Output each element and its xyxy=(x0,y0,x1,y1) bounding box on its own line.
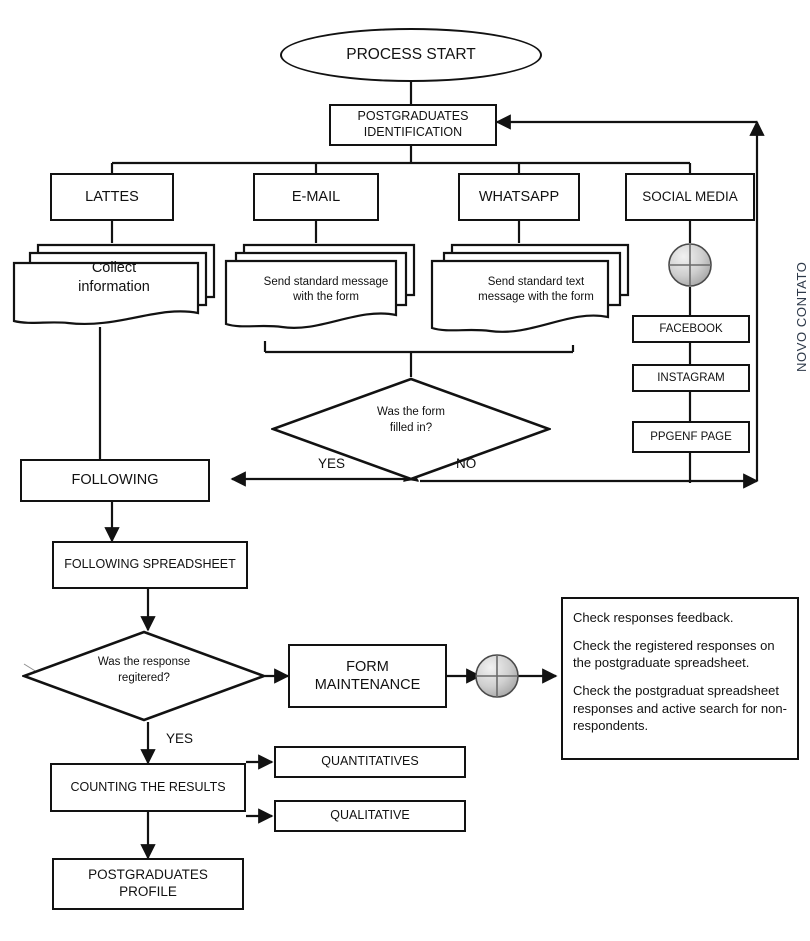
multidoc-whatsapp-label: Send standard text message with the form xyxy=(478,276,594,303)
multidoc-whatsapp-message[interactable]: Send standard text message with the form xyxy=(428,243,636,347)
following-label: FOLLOWING xyxy=(71,472,159,489)
following-box[interactable]: FOLLOWING xyxy=(20,459,210,502)
social-chain-box-instagram[interactable]: INSTAGRAM xyxy=(632,364,750,392)
checks-note-box: Check responses feedback. Check the regi… xyxy=(561,597,799,760)
multidoc-email-label: Send standard message with the form xyxy=(263,276,389,303)
identification-line-2: IDENTIFICATION xyxy=(363,125,463,139)
social-chain-label-ppgenf: PPGENF PAGE xyxy=(650,430,732,443)
following-spreadsheet-label: FOLLOWING SPREADSHEET xyxy=(64,557,236,572)
quantitatives-box[interactable]: QUANTITATIVES xyxy=(274,746,466,778)
decision-form-filled[interactable]: Was the form filled in? xyxy=(269,377,553,481)
channel-label-email: E-MAIL xyxy=(291,188,341,205)
profile-line-2: PROFILE xyxy=(119,884,177,899)
postgraduates-profile-box[interactable]: POSTGRADUATES PROFILE xyxy=(52,858,244,910)
social-chain-box-facebook[interactable]: FACEBOOK xyxy=(632,315,750,343)
decision-response-registered-label: Was the response regitered? xyxy=(97,656,191,684)
channel-label-whatsapp: WHATSAPP xyxy=(478,188,560,205)
decision-form-filled-label: Was the form filled in? xyxy=(377,406,445,434)
qualitative-label: QUALITATIVE xyxy=(330,808,410,823)
process-start-terminator[interactable]: PROCESS START xyxy=(280,28,542,82)
channel-box-lattes[interactable]: LATTES xyxy=(50,173,174,221)
quantitatives-label: QUANTITATIVES xyxy=(321,754,419,769)
channel-box-social-media[interactable]: SOCIAL MEDIA xyxy=(625,173,755,221)
channel-box-whatsapp[interactable]: WHATSAPP xyxy=(458,173,580,221)
social-chain-box-ppgenf[interactable]: PPGENF PAGE xyxy=(632,421,750,453)
postgraduates-identification-box[interactable]: POSTGRADUATES IDENTIFICATION xyxy=(329,104,497,146)
channel-label-lattes: LATTES xyxy=(85,188,139,205)
counting-results-label: COUNTING THE RESULTS xyxy=(70,779,226,794)
channel-label-social-media: SOCIAL MEDIA xyxy=(642,188,738,204)
edge-label-no-form: NO xyxy=(456,456,477,471)
social-chain-label-instagram: INSTAGRAM xyxy=(657,371,725,384)
form-maintenance-line-2: MAINTENANCE xyxy=(314,677,421,693)
qualitative-box[interactable]: QUALITATIVE xyxy=(274,800,466,832)
multidoc-collect-label: Collect information xyxy=(78,260,150,295)
junction-circle-maintenance xyxy=(475,654,519,698)
process-start-label: PROCESS START xyxy=(346,46,476,63)
note-line-1: Check responses feedback. xyxy=(573,610,734,625)
social-chain-label-facebook: FACEBOOK xyxy=(659,322,723,335)
note-line-2: Check the registered responses on the po… xyxy=(573,638,775,671)
identification-line-1: POSTGRADUATES xyxy=(357,109,469,124)
edge-label-yes-form: YES xyxy=(318,456,346,471)
counting-results-box[interactable]: COUNTING THE RESULTS xyxy=(50,763,246,812)
novo-contato-label: NOVO CONTATO xyxy=(794,261,809,372)
multidoc-email-message[interactable]: Send standard message with the form xyxy=(222,243,422,343)
junction-circle-social xyxy=(668,243,712,287)
following-spreadsheet-box[interactable]: FOLLOWING SPREADSHEET xyxy=(52,541,248,589)
multidoc-collect-information[interactable]: Collect information xyxy=(8,243,220,329)
form-maintenance-line-1: FORM xyxy=(346,658,389,675)
decision-response-registered[interactable]: Was the response regitered? xyxy=(20,630,268,722)
channel-box-email[interactable]: E-MAIL xyxy=(253,173,379,221)
form-maintenance-box[interactable]: FORM MAINTENANCE xyxy=(288,644,447,708)
profile-line-1: POSTGRADUATES xyxy=(88,867,208,883)
note-line-3: Check the postgraduat spreadsheet respon… xyxy=(573,683,787,733)
edge-label-yes-response: YES xyxy=(166,731,194,746)
